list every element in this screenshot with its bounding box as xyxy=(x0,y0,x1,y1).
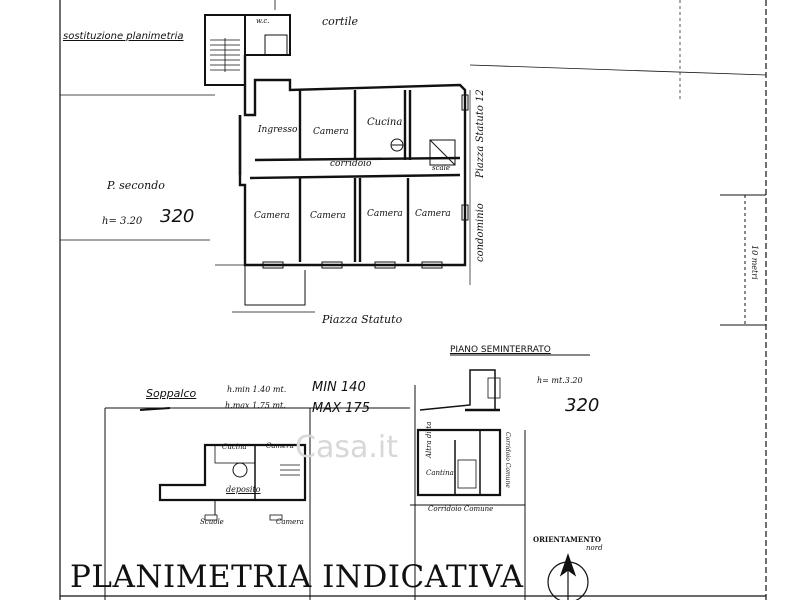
mezzanine-title: Soppalco xyxy=(146,387,197,400)
scale-bar xyxy=(720,194,766,326)
sheet-frame xyxy=(59,0,767,600)
room-camera-3: Camera xyxy=(367,209,403,219)
mezz-below-1: Scuole xyxy=(200,518,224,526)
basement-height-value: 320 xyxy=(565,395,600,416)
footer-title: PLANIMETRIA INDICATIVA xyxy=(70,559,524,595)
basement-title: PIANO SEMINTERRATO xyxy=(450,345,551,355)
room-corridoio: corridoio xyxy=(330,159,372,169)
side-street-label: Piazza Statuto 12 xyxy=(475,89,486,178)
room-ingresso: Ingresso xyxy=(258,125,298,135)
orientation-label: ORIENTAMENTO xyxy=(533,535,601,544)
basement-corridoio-comune: Corridoio Comune xyxy=(428,505,494,513)
mezzanine-min-note: MIN 140 xyxy=(312,380,366,395)
mezzanine-hmax: h.max 1.75 mt. xyxy=(225,401,286,410)
sheet-title: sostituzione planimetria xyxy=(63,31,184,42)
mezz-room-cucina: Cucina xyxy=(222,443,247,451)
basement-walls xyxy=(410,354,590,600)
floor2-height-label: h= 3.20 xyxy=(102,216,143,227)
room-camera-1: Camera xyxy=(254,211,290,221)
compass-symbol xyxy=(547,553,589,600)
mezzanine-hmin: h.min 1.40 mt. xyxy=(227,385,287,394)
room-camera-4: Camera xyxy=(415,209,451,219)
room-scale: scale xyxy=(432,164,451,172)
floor2-details xyxy=(215,90,471,313)
bottom-street-label: Piazza Statuto xyxy=(322,313,403,326)
mezz-room-deposito: deposito xyxy=(226,485,261,494)
courtyard-label: cortile xyxy=(322,15,359,28)
room-camera-top: Camera xyxy=(313,127,349,137)
wc-label: w.c. xyxy=(256,17,270,25)
scale-bar-label: 10 metri xyxy=(750,245,759,280)
room-cucina: Cucina xyxy=(367,117,403,128)
basement-corridoio-side: Corridoio Comune xyxy=(504,432,511,488)
mezz-room-camera: Camera xyxy=(266,442,294,450)
room-camera-2: Camera xyxy=(310,211,346,221)
floor2-walls xyxy=(238,55,467,267)
stair-hall xyxy=(204,14,291,86)
orientation-north: nord xyxy=(586,544,603,552)
floor2-label: P. secondo xyxy=(107,179,165,192)
mezzanine-max-note: MAX 175 xyxy=(312,401,370,416)
basement-height-label: h= mt.3.20 xyxy=(537,376,583,385)
mezzanine-walls xyxy=(104,407,410,600)
watermark-logo: Casa.it xyxy=(295,430,398,465)
basement-cantina: Cantina xyxy=(426,469,454,477)
basement-altra-ditta: Altra ditta xyxy=(425,421,433,458)
mezz-below-2: Camera xyxy=(276,518,304,526)
floor2-height-value: 320 xyxy=(160,206,195,227)
side-condo-label: condominio xyxy=(475,203,486,262)
